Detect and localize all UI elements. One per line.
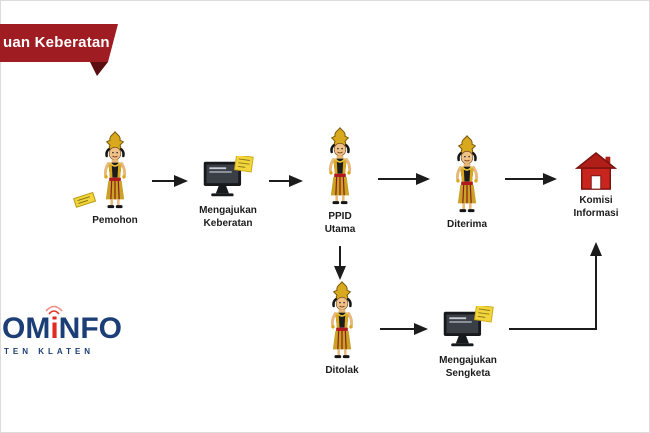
house-icon [575,151,617,191]
logo-text-start: OM [2,312,51,345]
logo-letter-i: i [45,305,63,344]
page-title: uan Keberatan [3,34,110,51]
flow-node-ppid-utama: PPID Utama [304,127,376,236]
node-label-mengajukan-keberatan: Mengajukan Keberatan [199,205,257,229]
flow-node-komisi-informasi: Komisi Informasi [559,151,633,220]
flow-node-ditolak: Ditolak [306,281,378,377]
wayang-character-icon [315,127,365,207]
flow-node-pemohon: Pemohon [73,131,150,227]
ribbon-shape-icon [0,24,118,76]
signal-waves-icon [45,305,63,315]
logo-subtitle: TEN KLATEN [4,347,95,356]
wayang-character-icon [317,281,367,361]
node-label-ditolak: Ditolak [325,365,359,376]
title-ribbon: uan Keberatan [0,24,120,78]
logo-text-end: NFO [58,312,122,345]
node-label-komisi-informasi: Komisi Informasi [573,195,619,219]
flow-node-mengajukan-sengketa: Mengajukan Sengketa [429,306,507,380]
computer-sticky-note-icon [440,306,496,351]
node-label-diterima: Diterima [446,219,487,230]
documents-icon [73,191,97,208]
flow-node-diterima: Diterima [431,135,503,231]
node-label-pemohon: Pemohon [92,215,138,226]
flow-node-mengajukan-keberatan: Mengajukan Keberatan [189,156,267,230]
node-label-ppid-utama: PPID Utama [324,211,356,235]
node-label-mengajukan-sengketa: Mengajukan Sengketa [439,355,497,379]
wayang-character-icon [442,135,492,215]
arrow-sengketa-to-komisi [509,242,602,330]
computer-sticky-note-icon [200,156,256,201]
